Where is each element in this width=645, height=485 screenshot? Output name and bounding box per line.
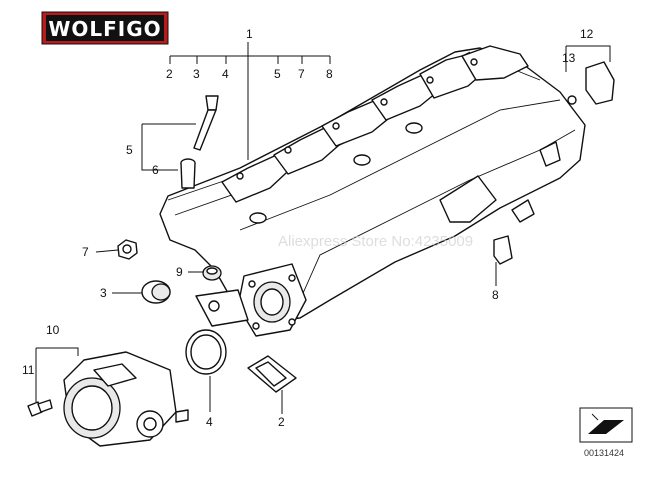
brand-logo: WOLFIGO	[41, 11, 169, 45]
callout-6: 6	[152, 163, 159, 177]
nut-7	[117, 239, 138, 260]
callout-lines	[35, 42, 611, 414]
seal-ring-4	[185, 329, 227, 375]
callout-3-top: 3	[193, 67, 200, 81]
callout-7-top: 7	[298, 67, 305, 81]
sensor-12	[567, 61, 615, 105]
callout-5-top: 5	[274, 67, 281, 81]
bolt-5	[180, 95, 219, 189]
callout-numbers: 1 2 3 4 5 7 8 5 6 7 9 3 10 11 4 2 8 12 1…	[22, 27, 594, 429]
grommet-9	[202, 265, 222, 281]
sleeve-3	[141, 280, 171, 304]
callout-4-top: 4	[222, 67, 229, 81]
bracket-8	[493, 235, 513, 265]
callout-8-bottom: 8	[492, 288, 499, 302]
reference-number: 00131424	[584, 448, 624, 458]
callout-10: 10	[46, 323, 60, 337]
callout-2-top: 2	[166, 67, 173, 81]
callout-1: 1	[246, 27, 253, 41]
logo-text: WOLFIGO	[48, 17, 161, 41]
callout-9: 9	[176, 265, 183, 279]
callout-8-top: 8	[326, 67, 333, 81]
callout-4-bottom: 4	[206, 415, 213, 429]
throttle-body-10	[63, 351, 189, 447]
callout-12: 12	[580, 27, 594, 41]
screw-11	[27, 399, 53, 417]
callout-13: 13	[562, 51, 576, 65]
callout-5-left: 5	[126, 143, 133, 157]
reference-box: 00131424	[579, 407, 633, 458]
intake-manifold	[159, 45, 586, 337]
gasket-2	[247, 355, 297, 393]
callout-3-left: 3	[100, 286, 107, 300]
callout-7-left: 7	[82, 245, 89, 259]
callout-2-bottom: 2	[278, 415, 285, 429]
watermark-text: Aliexpress Store No:4235009	[278, 233, 473, 250]
callout-11: 11	[22, 363, 35, 377]
